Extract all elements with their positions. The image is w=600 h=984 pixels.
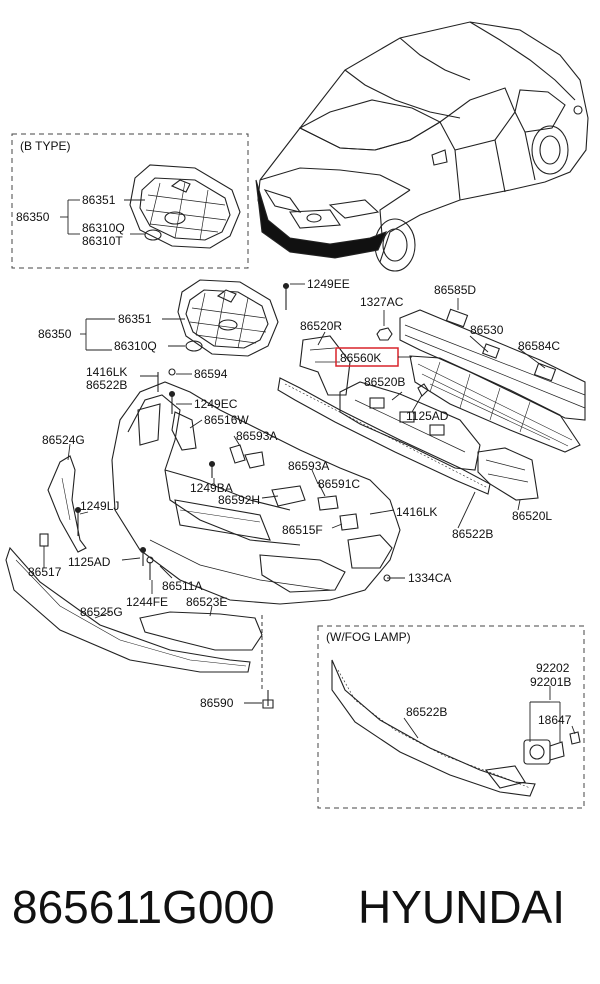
label-1334ca: 1334CA (408, 571, 451, 585)
label-86592h: 86592H (218, 493, 260, 507)
fog-lamp-box: (W/FOG LAMP) 92202 92201B 86522B 18647 (317, 625, 585, 809)
brand-name: HYUNDAI (358, 881, 566, 933)
lower-grille-mesh (409, 355, 581, 453)
label-1249ba: 1249BA (190, 481, 233, 495)
label-86310q: 86310Q (114, 339, 157, 353)
label-86520r: 86520R (300, 319, 342, 333)
label-86520l: 86520L (512, 509, 552, 523)
label-86516w: 86516W (204, 413, 249, 427)
label-86593a-upper: 86593A (236, 429, 277, 443)
label-86584c: 86584C (518, 339, 560, 353)
parts-diagram: (B TYPE) 86351 86350 86310Q 86310T (5, 21, 589, 809)
label-1125ad-lower: 1125AD (68, 555, 111, 569)
label-b86350: 86350 (16, 210, 50, 224)
b-type-header: (B TYPE) (20, 139, 70, 153)
bumper-beam (399, 308, 586, 421)
label-1244fe: 1244FE (126, 595, 168, 609)
label-1125ad-upper: 1125AD (406, 409, 449, 423)
label-86522b-upper: 86522B (86, 378, 127, 392)
leader-lines (43, 283, 546, 704)
footer: 865611G000 HYUNDAI (0, 860, 600, 970)
label-86350: 86350 (38, 327, 72, 341)
fog-lamp-assembly (523, 731, 581, 765)
main-grille (177, 279, 279, 357)
label-86351: 86351 (118, 312, 152, 326)
label-92202: 92202 (536, 661, 570, 675)
label-1416lk-upper: 1416LK (86, 365, 127, 379)
label-86560k-highlighted: 86560K (340, 351, 381, 365)
b-type-box: (B TYPE) 86351 86350 86310Q 86310T (11, 133, 249, 269)
label-92201b: 92201B (530, 675, 571, 689)
label-b86310t: 86310T (82, 234, 123, 248)
label-b86351: 86351 (82, 193, 116, 207)
label-86520b: 86520B (364, 375, 405, 389)
bumper-cover (111, 381, 401, 605)
label-86517: 86517 (28, 565, 62, 579)
fog-lamp-header: (W/FOG LAMP) (326, 630, 411, 644)
label-b86310q: 86310Q (82, 221, 125, 235)
label-86590: 86590 (200, 696, 234, 710)
label-86515f: 86515F (282, 523, 323, 537)
label-1416lk-lower: 1416LK (396, 505, 437, 519)
car-illustration (255, 21, 589, 272)
label-86511a: 86511A (162, 579, 202, 593)
label-1327ac: 1327AC (360, 295, 404, 309)
label-86593a-lower: 86593A (288, 459, 329, 473)
label-86524g: 86524G (42, 433, 85, 447)
part-number: 865611G000 (12, 881, 275, 933)
label-86525g: 86525G (80, 605, 123, 619)
label-1249ec: 1249EC (194, 397, 238, 411)
label-86530: 86530 (470, 323, 504, 337)
label-86591c: 86591C (318, 477, 360, 491)
label-86594: 86594 (194, 367, 228, 381)
label-86585d: 86585D (434, 283, 476, 297)
label-86523e: 86523E (186, 595, 227, 609)
b-type-grille (129, 164, 241, 249)
label-1249ee: 1249EE (307, 277, 350, 291)
main-parts (5, 279, 586, 709)
label-86522b-foglamp: 86522B (406, 705, 447, 719)
label-1249lj: 1249LJ (80, 499, 119, 513)
energy-absorber (339, 381, 481, 471)
label-86522b-lower: 86522B (452, 527, 493, 541)
label-18647: 18647 (538, 713, 572, 727)
fog-lamp-strip (331, 659, 536, 797)
